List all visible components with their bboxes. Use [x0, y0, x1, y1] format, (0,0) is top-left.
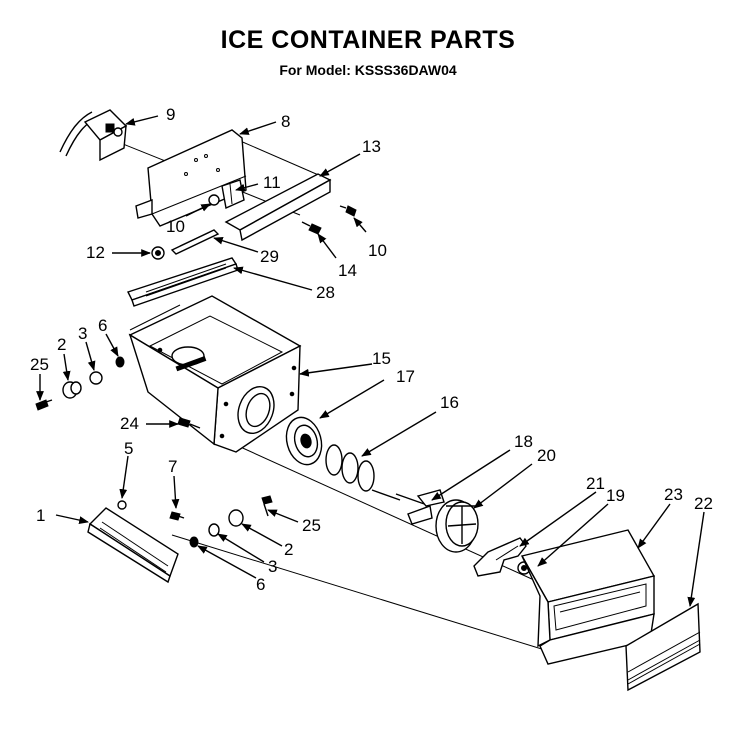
callout-29: 29: [260, 247, 279, 266]
callout-25-lower: 25: [302, 516, 321, 535]
callout-11: 11: [263, 173, 281, 192]
callout-1: 1: [36, 506, 45, 525]
part-28-rail: [127, 257, 239, 307]
part-10-screws: [208, 194, 357, 217]
part-9-switch: [59, 109, 128, 162]
callout-23: 23: [664, 485, 683, 504]
part-15-ice-container: [128, 295, 302, 453]
callout-13: 13: [362, 137, 381, 156]
callout-12: 12: [86, 243, 105, 262]
callout-10-right: 10: [368, 241, 387, 260]
diagram-title: ICE CONTAINER PARTS: [220, 26, 516, 54]
callout-8: 8: [281, 112, 290, 131]
callout-18: 18: [514, 432, 533, 451]
part-5-screw: [117, 500, 127, 510]
part-12-gear: [151, 246, 165, 260]
callout-17: 17: [396, 367, 415, 386]
callout-5: 5: [124, 439, 133, 458]
part-22-panel: [625, 602, 701, 692]
part-23-chute: [520, 529, 656, 665]
callout-3-left: 3: [78, 324, 87, 343]
callout-7: 7: [168, 457, 177, 476]
callout-2-lower: 2: [284, 540, 293, 559]
part-8-mounting-plate: [135, 129, 247, 227]
part-17-ring: [285, 416, 323, 466]
part-11-bracket: [221, 179, 245, 210]
model-subtitle: For Model: KSSS36DAW04: [279, 62, 457, 78]
part-29-rod: [170, 229, 220, 255]
callout-19: 19: [606, 486, 625, 505]
callout-15: 15: [372, 349, 391, 368]
lower-hardware-group: [189, 495, 273, 548]
callout-25-left: 25: [30, 355, 49, 374]
callout-leaders: [36, 115, 705, 607]
callout-21: 21: [586, 474, 605, 493]
callout-24: 24: [120, 414, 139, 433]
callout-14: 14: [338, 261, 357, 280]
part-14-screw: [301, 221, 322, 235]
part-1-bar: [87, 507, 179, 584]
callout-22: 22: [694, 494, 713, 513]
callout-6-lower: 6: [256, 575, 265, 594]
callout-2-left: 2: [57, 335, 66, 354]
left-hardware-group: [35, 356, 125, 411]
part-13-bar: [224, 173, 332, 242]
part-20-wheel: [435, 499, 479, 553]
callout-labels: 9 8 13 11 10 10 14 12 29 28 15 17 16 18 …: [30, 105, 713, 594]
callout-16: 16: [440, 393, 459, 412]
part-7-screw: [169, 511, 185, 521]
callout-9: 9: [166, 105, 175, 124]
callout-10-upper: 10: [166, 217, 185, 236]
callout-3-lower: 3: [268, 557, 277, 576]
callout-6-left: 6: [98, 316, 107, 335]
callout-20: 20: [537, 446, 556, 465]
part-16-spring: [325, 444, 401, 501]
callout-28: 28: [316, 283, 335, 302]
